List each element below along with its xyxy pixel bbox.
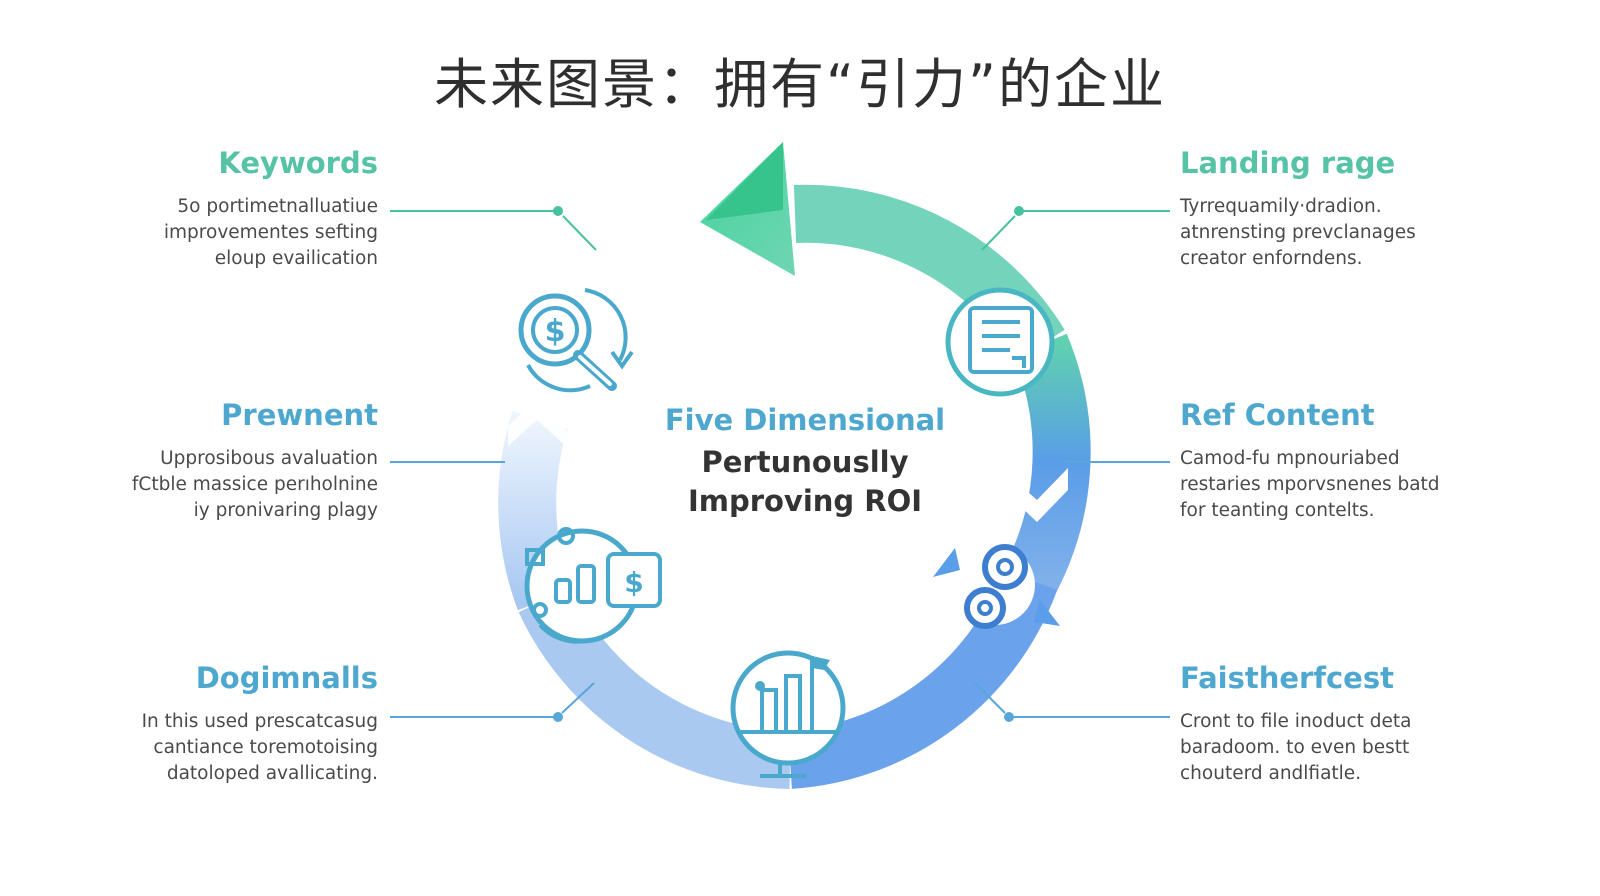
block-dogimnalls: Dogimnalls In this used prescatcasug can… xyxy=(18,661,378,787)
desc-line: atnrensting prevclanages xyxy=(1180,222,1416,243)
block-description: Tyrrequamily·dradion. atnrensting prevcl… xyxy=(1180,194,1540,272)
block-heading: Faistherfcest xyxy=(1180,661,1394,695)
desc-line: fCtble massice perıholnine xyxy=(131,474,378,495)
block-heading: Dogimnalls xyxy=(195,661,378,695)
desc-line: 5o portimetnalluatiue xyxy=(177,196,378,217)
finance-dashboard-icon: $ xyxy=(524,527,662,644)
desc-line: datoloped avallicating. xyxy=(166,763,378,784)
block-prewnent: Prewnent Upprosibous avaluation fCtble m… xyxy=(18,398,378,524)
block-heading: Keywords xyxy=(218,146,378,180)
desc-line: Upprosibous avaluation xyxy=(160,448,378,469)
block-description: Cront to file inoduct deta baradoom. to … xyxy=(1180,709,1540,787)
analytics-monitor-icon xyxy=(730,650,846,778)
desc-line: Cront to file inoduct deta xyxy=(1180,711,1412,732)
block-description: Camod-fu mpnouriabed restaries mporvsnen… xyxy=(1180,446,1540,524)
desc-line: iy pronivaring plagy xyxy=(193,500,378,521)
connector-dogimnalls xyxy=(390,682,595,722)
desc-line: creator enforndens. xyxy=(1180,248,1363,269)
block-heading: Ref Content xyxy=(1180,398,1375,432)
desc-line: restaries mporvsnenes batd xyxy=(1180,474,1440,495)
block-description: Upprosibous avaluation fCtble massice pe… xyxy=(18,446,378,524)
desc-line: chouterd andlfiatle. xyxy=(1180,763,1362,784)
desc-line: improvementes sefting xyxy=(163,222,378,243)
block-description: 5o portimetnalluatiue improvementes seft… xyxy=(18,194,378,272)
block-landing-page: Landing rage Tyrrequamily·dradion. atnre… xyxy=(1180,146,1540,272)
ring-segment-right xyxy=(1004,333,1091,594)
block-faistherfcest: Faistherfcest Cront to file inoduct deta… xyxy=(1180,661,1540,787)
center-line-3: Improving ROI xyxy=(687,484,923,518)
block-heading: Prewnent xyxy=(221,398,378,432)
ring-arrow-right xyxy=(1003,468,1068,522)
desc-line: In this used prescatcasug xyxy=(141,711,378,732)
desc-line: Camod-fu mpnouriabed xyxy=(1180,448,1400,469)
svg-text:$: $ xyxy=(545,314,566,349)
center-label: Five Dimensional Pertunouslly Improving … xyxy=(610,403,1000,521)
center-line-2: Pertunouslly xyxy=(701,445,909,479)
ring-arrow-left xyxy=(508,400,566,446)
desc-line: for teanting contelts. xyxy=(1180,500,1375,521)
gears-icon xyxy=(933,544,1060,629)
desc-line: cantiance toremotoising xyxy=(153,737,378,758)
block-keywords: Keywords 5o portimetnalluatiue improveme… xyxy=(18,146,378,272)
block-ref-content: Ref Content Camod-fu mpnouriabed restari… xyxy=(1180,398,1540,524)
document-page-icon xyxy=(945,287,1055,397)
desc-line: eloup evailication xyxy=(214,248,378,269)
desc-line: Tyrrequamily·dradion. xyxy=(1180,196,1382,217)
block-heading: Landing rage xyxy=(1180,146,1396,180)
svg-text:$: $ xyxy=(624,566,643,599)
center-line-1: Five Dimensional xyxy=(664,403,946,437)
dollar-search-icon: $ xyxy=(518,288,634,393)
connector-faistherfcest xyxy=(974,682,1170,722)
page-title: 未来图景：拥有“引力”的企业 xyxy=(434,53,1166,116)
desc-line: baradoom. to even bestt xyxy=(1180,737,1410,758)
connector-keywords xyxy=(390,206,597,251)
connector-landing xyxy=(981,206,1170,251)
block-description: In this used prescatcasug cantiance tore… xyxy=(18,709,378,787)
